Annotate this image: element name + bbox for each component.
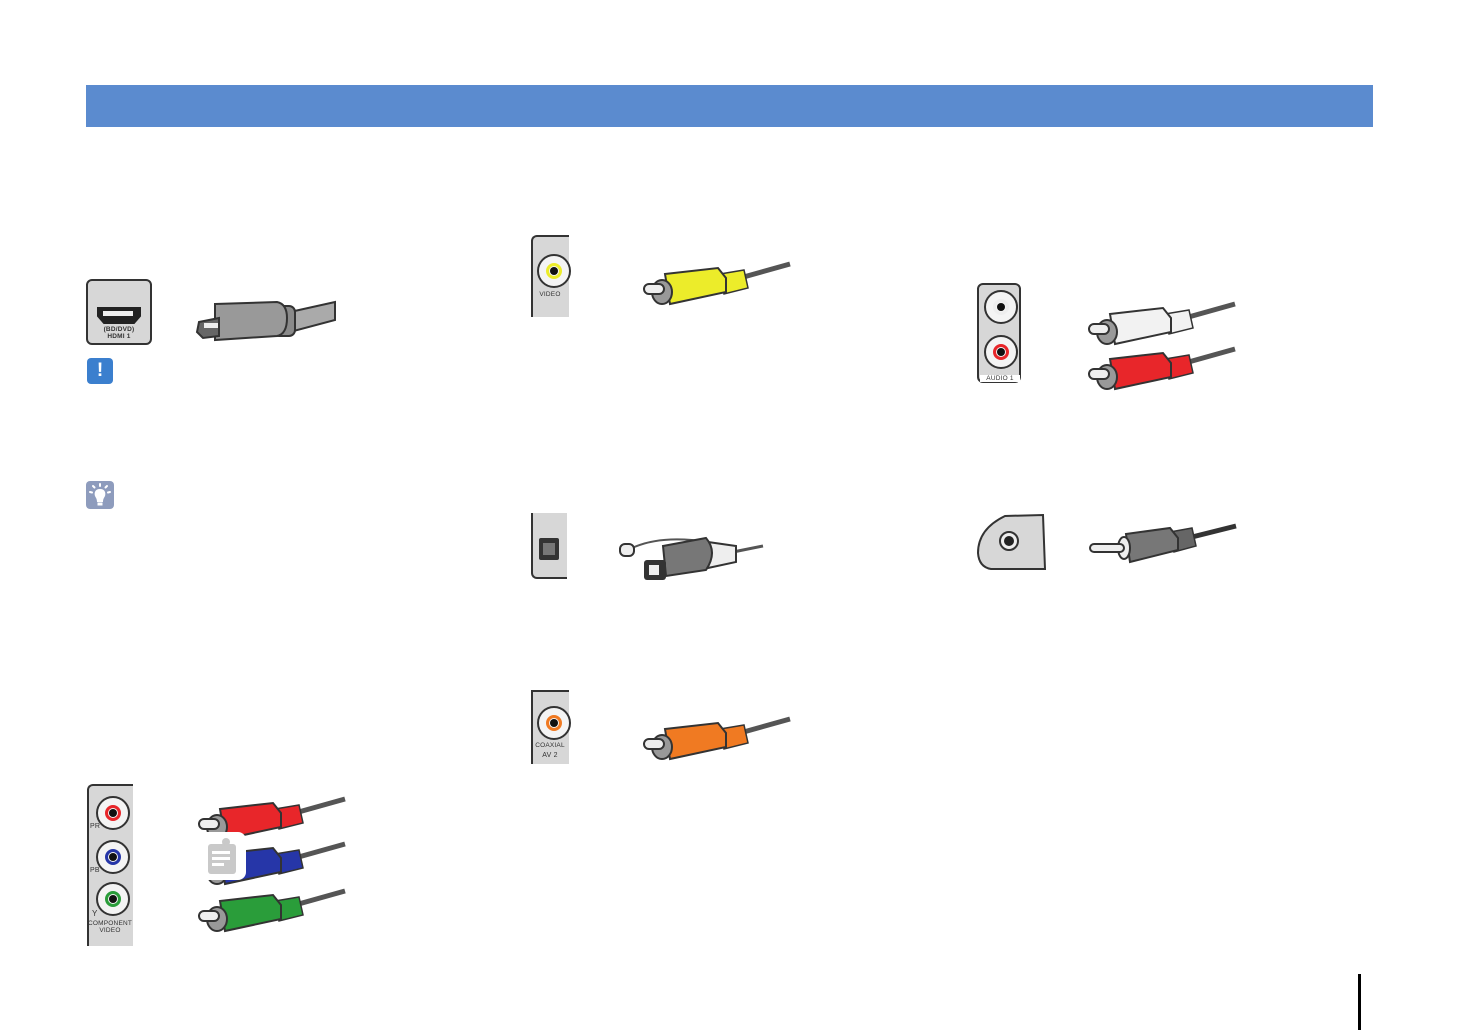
hdmi-port-label-line1: (BD/DVD) bbox=[103, 326, 135, 333]
audio-rca-plugs-icon bbox=[1088, 301, 1236, 391]
jack-coaxial bbox=[537, 706, 571, 740]
note-icon bbox=[198, 832, 246, 880]
hdmi-port-label-line2: HDMI 1 bbox=[107, 333, 131, 340]
coaxial-port-label: COAXIAL bbox=[535, 742, 565, 749]
label-y: Y bbox=[92, 909, 98, 918]
page-number-divider bbox=[1358, 974, 1361, 1030]
hdmi-plug-icon bbox=[195, 300, 336, 342]
label-pr: PR bbox=[90, 823, 101, 830]
lightbulb-tip-icon bbox=[86, 481, 114, 509]
stereo-mini-plug-icon bbox=[1089, 523, 1237, 564]
stereo-mini-port-panel bbox=[976, 513, 1047, 570]
jack-audio-left bbox=[984, 290, 1018, 324]
jack-audio-right bbox=[984, 335, 1018, 369]
optical-plug-icon bbox=[619, 536, 764, 580]
component-video-label-line2: VIDEO bbox=[99, 927, 121, 934]
component-video-label-line1: COMPONENT bbox=[88, 920, 133, 927]
audio1-group-label: AUDIO 1 bbox=[980, 375, 1020, 382]
av2-group-label: AV 2 bbox=[542, 752, 558, 759]
video-port-label: VIDEO bbox=[539, 291, 561, 298]
jack-pr bbox=[96, 796, 130, 830]
yellow-rca-plug-icon bbox=[643, 261, 791, 306]
section-header-bar bbox=[86, 85, 1373, 127]
orange-rca-plug-icon bbox=[643, 716, 791, 761]
jack-pb bbox=[96, 840, 130, 874]
jack-video bbox=[537, 254, 571, 288]
caution-icon: ! bbox=[87, 358, 113, 384]
label-pb: PB bbox=[90, 867, 100, 874]
jack-y bbox=[96, 882, 130, 916]
